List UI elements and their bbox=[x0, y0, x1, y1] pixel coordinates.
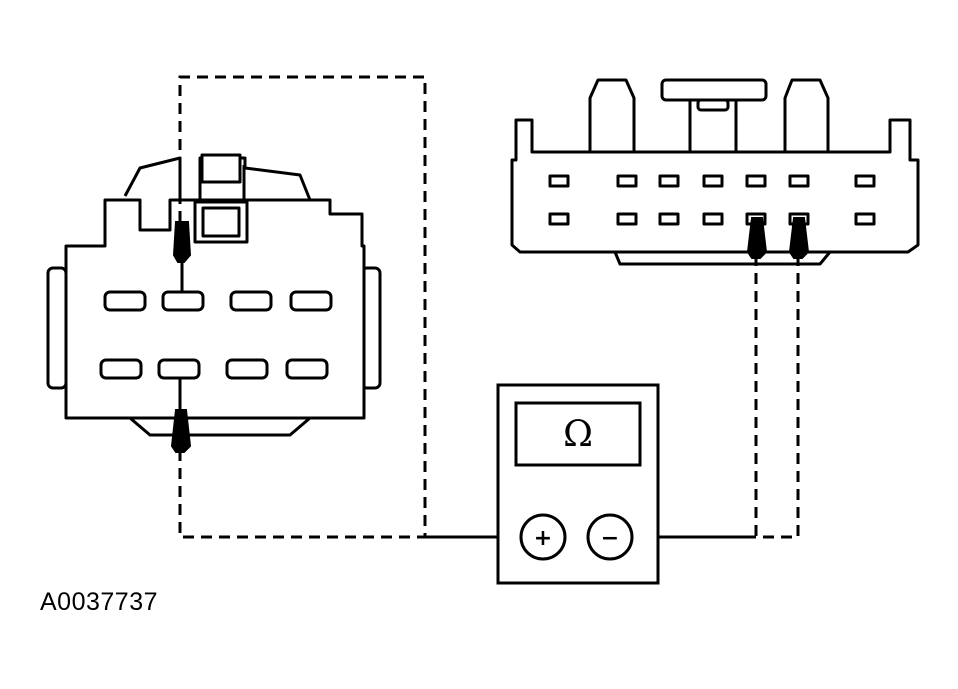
probes bbox=[170, 217, 810, 453]
left-cavity-6 bbox=[157, 358, 201, 380]
ohmmeter: Ω + − bbox=[496, 383, 660, 585]
right-cavity-1 bbox=[548, 174, 570, 188]
left-cavity-1 bbox=[103, 290, 147, 312]
left-cavity-4 bbox=[289, 290, 333, 312]
right-cavity-9 bbox=[616, 212, 638, 226]
left-connector-bottom-skirt bbox=[129, 416, 311, 437]
left-cavity-7 bbox=[225, 358, 269, 380]
lead-right-pin-b bbox=[756, 255, 800, 539]
dashed-leads bbox=[178, 75, 800, 539]
probe-right-b-icon bbox=[788, 217, 810, 259]
right-cavity-11 bbox=[702, 212, 724, 226]
left-cavity-8 bbox=[285, 358, 329, 380]
negative-terminal bbox=[586, 513, 634, 561]
right-cavity-7 bbox=[854, 174, 876, 188]
left-connector bbox=[46, 153, 382, 437]
right-connector-post-left bbox=[588, 78, 636, 152]
probe-right-a-icon bbox=[746, 217, 768, 259]
right-connector-latch-cap bbox=[696, 98, 730, 112]
right-cavity-2 bbox=[616, 174, 638, 188]
right-cavity-4 bbox=[702, 174, 724, 188]
ohmmeter-display bbox=[514, 401, 642, 467]
left-cavity-2 bbox=[161, 290, 205, 312]
left-cavity-5 bbox=[99, 358, 143, 380]
left-cavity-3 bbox=[229, 290, 273, 312]
right-cavity-8 bbox=[548, 212, 570, 226]
lead-bottom-pin bbox=[178, 450, 425, 539]
right-connector-post-right bbox=[783, 78, 830, 152]
right-cavity-6 bbox=[788, 174, 810, 188]
ohm-symbol: Ω bbox=[563, 414, 593, 455]
right-cavity-14 bbox=[854, 212, 876, 226]
right-cavity-10 bbox=[658, 212, 680, 226]
right-connector-latch-top bbox=[660, 78, 768, 102]
left-connector-side-tab-left bbox=[46, 266, 68, 390]
right-connector-bottom-skirt bbox=[613, 251, 832, 266]
plus-icon: + bbox=[534, 526, 552, 551]
figure-id: A0037737 bbox=[40, 588, 159, 616]
probe-left-top-icon bbox=[172, 221, 192, 263]
left-connector-clip bbox=[200, 153, 242, 184]
right-connector bbox=[510, 78, 920, 266]
positive-terminal bbox=[519, 513, 567, 561]
right-cavity-5 bbox=[745, 174, 767, 188]
lead-top-pin bbox=[178, 75, 427, 537]
right-cavity-3 bbox=[658, 174, 680, 188]
probe-left-bottom-icon bbox=[170, 409, 192, 453]
minus-icon: − bbox=[601, 526, 619, 551]
left-connector-lock-inner bbox=[201, 206, 241, 238]
